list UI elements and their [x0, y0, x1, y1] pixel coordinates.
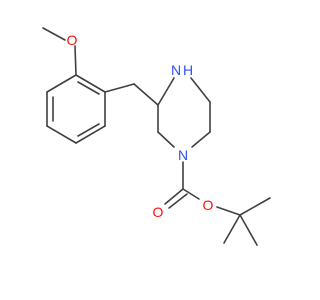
- molecule-canvas: O N H N O O: [42, 27, 271, 246]
- ring-nitrogen-hydrogen-label: H: [183, 62, 193, 78]
- bond-ch2-ring: [133, 83, 159, 106]
- bond-carbonyl-ester-o: [182, 188, 200, 200]
- bond-ether-aryl: [74, 45, 77, 76]
- bond-aryl-ch2: [104, 83, 135, 93]
- bond-methyl-ether: [42, 27, 66, 41]
- carbonyl-double-bond-a: [164, 188, 184, 205]
- benzene-ring: [46, 74, 106, 144]
- carbamate-nitrogen-label: N: [178, 147, 188, 163]
- piperazine-ring: [157, 77, 211, 148]
- ether-oxygen-label: O: [67, 32, 78, 48]
- bond-ester-o-tbu: [216, 206, 241, 216]
- ring-nitrogen-label: N: [171, 62, 181, 78]
- ester-oxygen-label: O: [203, 197, 214, 213]
- structure-drawing: O N H N O O: [42, 27, 271, 246]
- tert-butyl-group: [223, 197, 271, 246]
- carbonyl-double-bond-b: [168, 193, 188, 209]
- carbonyl-oxygen-label: O: [153, 204, 164, 220]
